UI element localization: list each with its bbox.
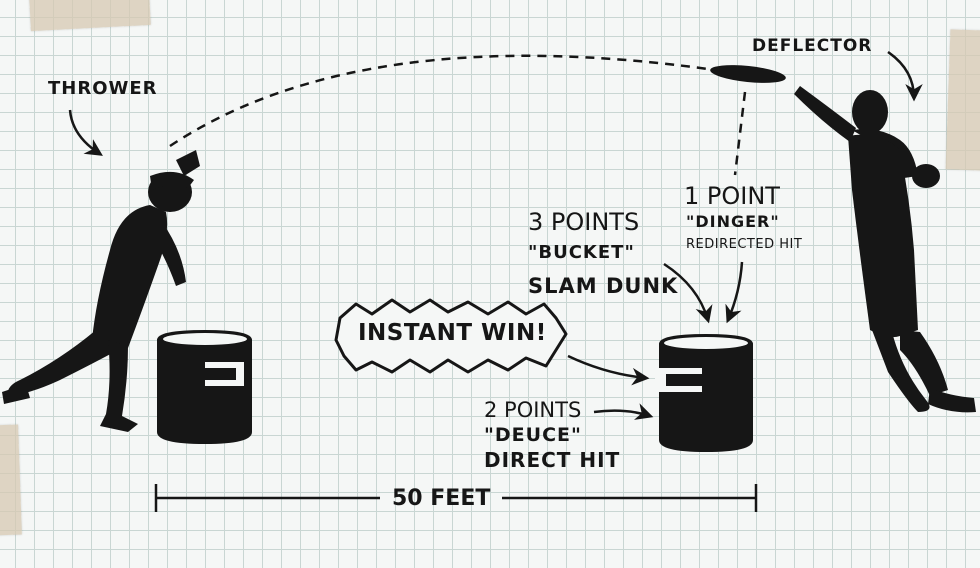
deflector-silhouette-icon <box>794 86 976 413</box>
instant-win-arrow <box>567 354 650 386</box>
throw-trajectory <box>169 54 716 148</box>
left-bucket-icon <box>157 330 252 444</box>
flying-disc-icon <box>710 65 786 83</box>
three-points-arrow <box>663 262 713 324</box>
thrower-arrow <box>68 109 103 156</box>
right-bucket-icon <box>655 334 753 452</box>
one-point-arrow <box>725 261 744 324</box>
distance-measure <box>154 484 758 512</box>
instant-win-burst <box>334 298 568 374</box>
one-point-title: 1 POINT <box>684 182 780 210</box>
one-point-desc: REDIRECTED HIT <box>686 237 803 252</box>
one-point-name: "DINGER" <box>686 212 780 231</box>
instant-win-label: INSTANT WIN! <box>358 320 547 346</box>
two-points-arrow <box>593 403 654 420</box>
distance-label: 50 FEET <box>392 486 491 511</box>
three-points-name: "BUCKET" <box>528 242 635 263</box>
three-points-desc: SLAM DUNK <box>528 274 679 298</box>
three-points-title: 3 POINTS <box>528 208 640 236</box>
deflector-arrow <box>887 50 923 102</box>
two-points-name: "DEUCE" <box>484 424 582 446</box>
two-points-title: 2 POINTS <box>484 398 582 422</box>
thrower-label: THROWER <box>48 78 158 99</box>
thrower-silhouette-icon <box>2 150 200 432</box>
two-points-desc: DIRECT HIT <box>484 448 621 472</box>
deflector-label: DEFLECTOR <box>752 36 873 56</box>
deflect-trajectory <box>733 91 747 176</box>
